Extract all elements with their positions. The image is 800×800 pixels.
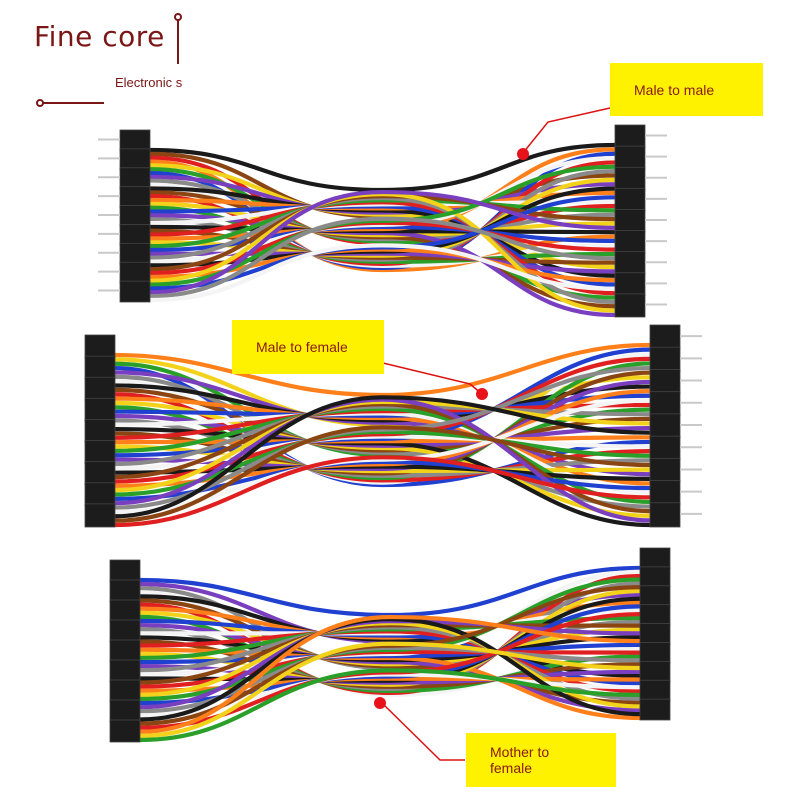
connector-housing — [119, 186, 151, 208]
connector-housing — [109, 639, 141, 663]
connector-housing — [639, 604, 671, 626]
connector-housing — [84, 419, 116, 443]
connector-housing — [109, 659, 141, 683]
connector-housing — [119, 261, 151, 284]
jumper-wire — [112, 404, 653, 467]
callout-male-to-female: Male to female — [232, 320, 384, 374]
jumper-wire — [112, 397, 653, 523]
connector-housing — [614, 187, 646, 212]
connector-housing — [614, 145, 646, 170]
connector-housing — [119, 148, 151, 171]
male-to-female-bundle — [84, 324, 702, 528]
jumper-wire — [112, 425, 653, 523]
male-to-male-bundle — [98, 124, 667, 318]
connector-housing — [614, 230, 646, 255]
jumper-wire — [137, 614, 643, 734]
jumper-wire — [147, 189, 618, 295]
connector-housing — [119, 205, 151, 227]
connector-housing — [639, 566, 671, 589]
mother-to-female-bundle — [109, 547, 671, 743]
connector-housing — [649, 502, 681, 528]
connector-housing — [614, 272, 646, 297]
jumper-wire — [112, 395, 653, 519]
connector-housing — [649, 480, 681, 506]
brand-subtitle: Electronic s — [115, 75, 183, 90]
connector-housing — [639, 623, 671, 645]
pointer-male-to-female — [382, 362, 488, 400]
callout-male-to-male: Male to male — [610, 63, 763, 116]
connector-housing — [639, 642, 671, 664]
brand-title: Fine core — [34, 20, 165, 53]
connector-housing — [649, 369, 681, 395]
connector-housing — [639, 679, 671, 702]
connector-housing — [614, 166, 646, 191]
connector-housing — [119, 129, 151, 152]
connector-housing — [84, 397, 116, 422]
jumper-wire — [137, 641, 643, 738]
connector-housing — [614, 124, 646, 149]
connector-housing — [649, 457, 681, 483]
connector-housing — [84, 482, 116, 507]
connector-housing — [119, 280, 151, 303]
connector-housing — [84, 355, 116, 380]
connector-housing — [649, 435, 681, 461]
connector-housing — [109, 599, 141, 623]
pointer-male-to-male — [517, 107, 611, 160]
connector-housing — [649, 413, 681, 439]
brand-dot-top — [174, 13, 182, 21]
connector-housing — [639, 547, 671, 570]
pointer-mother-to-female — [374, 697, 465, 761]
connector-housing — [84, 376, 116, 401]
connector-housing — [84, 334, 116, 359]
connector-housing — [614, 293, 646, 318]
jumper-wire — [112, 342, 653, 398]
jumper-wire — [147, 216, 618, 299]
connector-housing — [109, 699, 141, 723]
connector-housing — [614, 251, 646, 276]
connector-housing — [119, 224, 151, 246]
jumper-wire — [137, 668, 643, 743]
callout-male-to-female-label: Male to female — [256, 339, 348, 355]
connector-housing — [84, 440, 116, 465]
connector-housing — [109, 619, 141, 643]
brand-dot-left — [36, 99, 44, 107]
connector-housing — [614, 209, 646, 233]
connector-housing — [109, 579, 141, 603]
connector-housing — [639, 698, 671, 721]
connector-housing — [119, 167, 151, 190]
callout-male-to-male-label: Male to male — [634, 81, 715, 98]
connector-housing — [109, 719, 141, 743]
callout-mother-to-female: Mother to female — [466, 733, 616, 787]
callout-mother-to-female-label: Mother to female — [490, 744, 550, 776]
connector-housing — [639, 660, 671, 683]
connector-housing — [649, 391, 681, 417]
connector-housing — [109, 559, 141, 583]
connector-housing — [649, 324, 681, 350]
jumper-wire — [112, 455, 653, 528]
connector-housing — [639, 585, 671, 608]
connector-housing — [119, 242, 151, 265]
jumper-wire — [147, 243, 618, 303]
connector-housing — [84, 503, 116, 528]
connector-housing — [649, 346, 681, 372]
connector-housing — [109, 679, 141, 703]
connector-housing — [84, 461, 116, 486]
